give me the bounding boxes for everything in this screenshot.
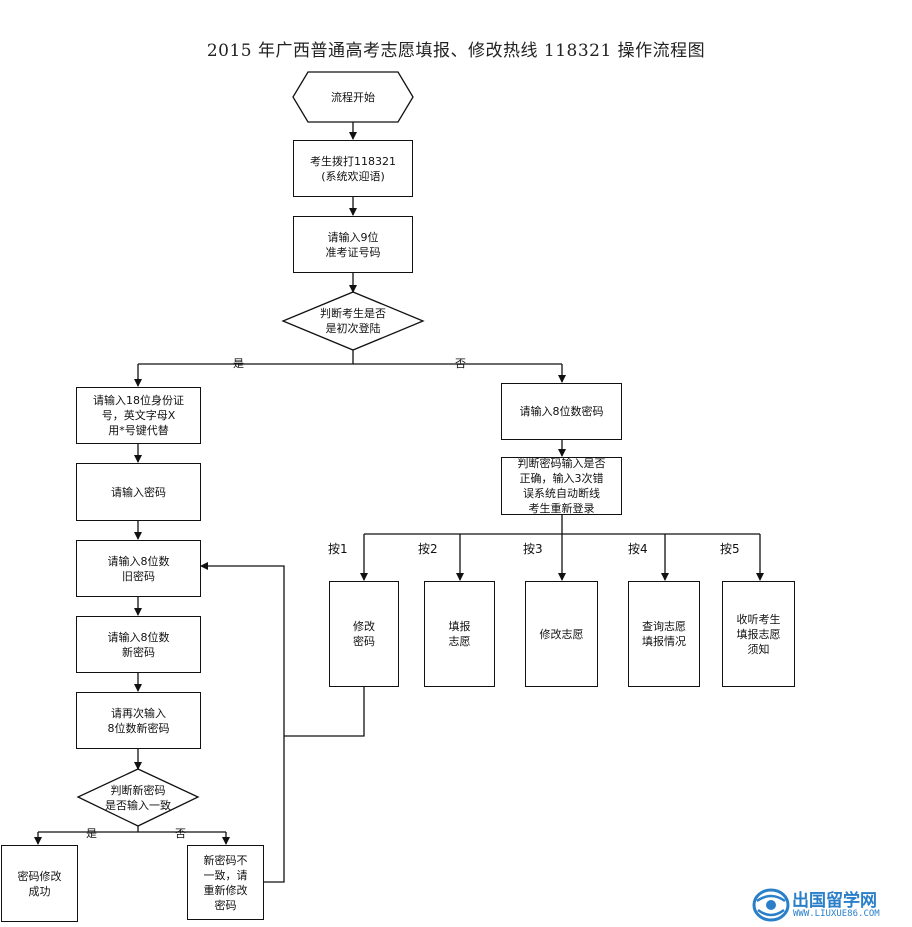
edge-label-yes-2: 是 xyxy=(86,827,97,840)
watermark-url: WWW.LIUXUE86.COM xyxy=(793,909,880,919)
edge-label-press4: 按4 xyxy=(628,542,648,556)
edge-mismatch-loop xyxy=(200,562,285,883)
option-2-node: 填报 志愿 xyxy=(424,581,495,687)
edge-label-press3: 按3 xyxy=(523,542,543,556)
edge-label-yes: 是 xyxy=(233,357,244,370)
enter-old-pwd-node: 请输入8位数 旧密码 xyxy=(76,540,201,597)
check-match-node: 判断新密码 是否输入一致 xyxy=(105,783,171,812)
start-node: 流程开始 xyxy=(331,90,375,104)
option-1-node: 修改 密码 xyxy=(329,581,399,687)
check-password-node: 判断密码输入是否 正确，输入3次错 误系统自动断线 考生重新登录 xyxy=(501,457,622,515)
first-login-node: 判断考生是否 是初次登陆 xyxy=(320,307,386,335)
option-3-node: 修改志愿 xyxy=(525,581,598,687)
watermark-name: 出国留学网 xyxy=(792,891,877,911)
edge-opt1-loop xyxy=(284,687,365,737)
edge-label-no-2: 否 xyxy=(175,827,186,840)
start-hexagon xyxy=(292,71,414,123)
edge-label-press2: 按2 xyxy=(418,542,438,556)
watermark-logo: 出国留学网 WWW.LIUXUE86.COM xyxy=(752,884,912,927)
edge-label-press1: 按1 xyxy=(328,542,348,556)
reenter-new-pwd-node: 请再次输入 8位数新密码 xyxy=(76,692,201,749)
globe-icon xyxy=(752,888,790,922)
page-title: 2015 年广西普通高考志愿填报、修改热线 118321 操作流程图 xyxy=(206,41,706,61)
option-4-node: 查询志愿 填报情况 xyxy=(628,581,700,687)
enter-8digit-node: 请输入8位数密码 xyxy=(501,383,622,440)
edge-label-no: 否 xyxy=(455,357,466,370)
edge-label-press5: 按5 xyxy=(720,542,740,556)
pwd-mismatch-node: 新密码不 一致，请 重新修改 密码 xyxy=(187,845,264,920)
dial-node: 考生拨打118321 (系统欢迎语) xyxy=(293,140,413,197)
option-5-node: 收听考生 填报志愿 须知 xyxy=(722,581,795,687)
enter-id-node: 请输入18位身份证 号，英文字母X 用*号键代替 xyxy=(76,387,201,444)
enter-new-pwd-node: 请输入8位数 新密码 xyxy=(76,616,201,673)
enter-password-node: 请输入密码 xyxy=(76,463,201,521)
enter-ticket-node: 请输入9位 准考证号码 xyxy=(293,216,413,273)
pwd-success-node: 密码修改 成功 xyxy=(1,845,78,922)
